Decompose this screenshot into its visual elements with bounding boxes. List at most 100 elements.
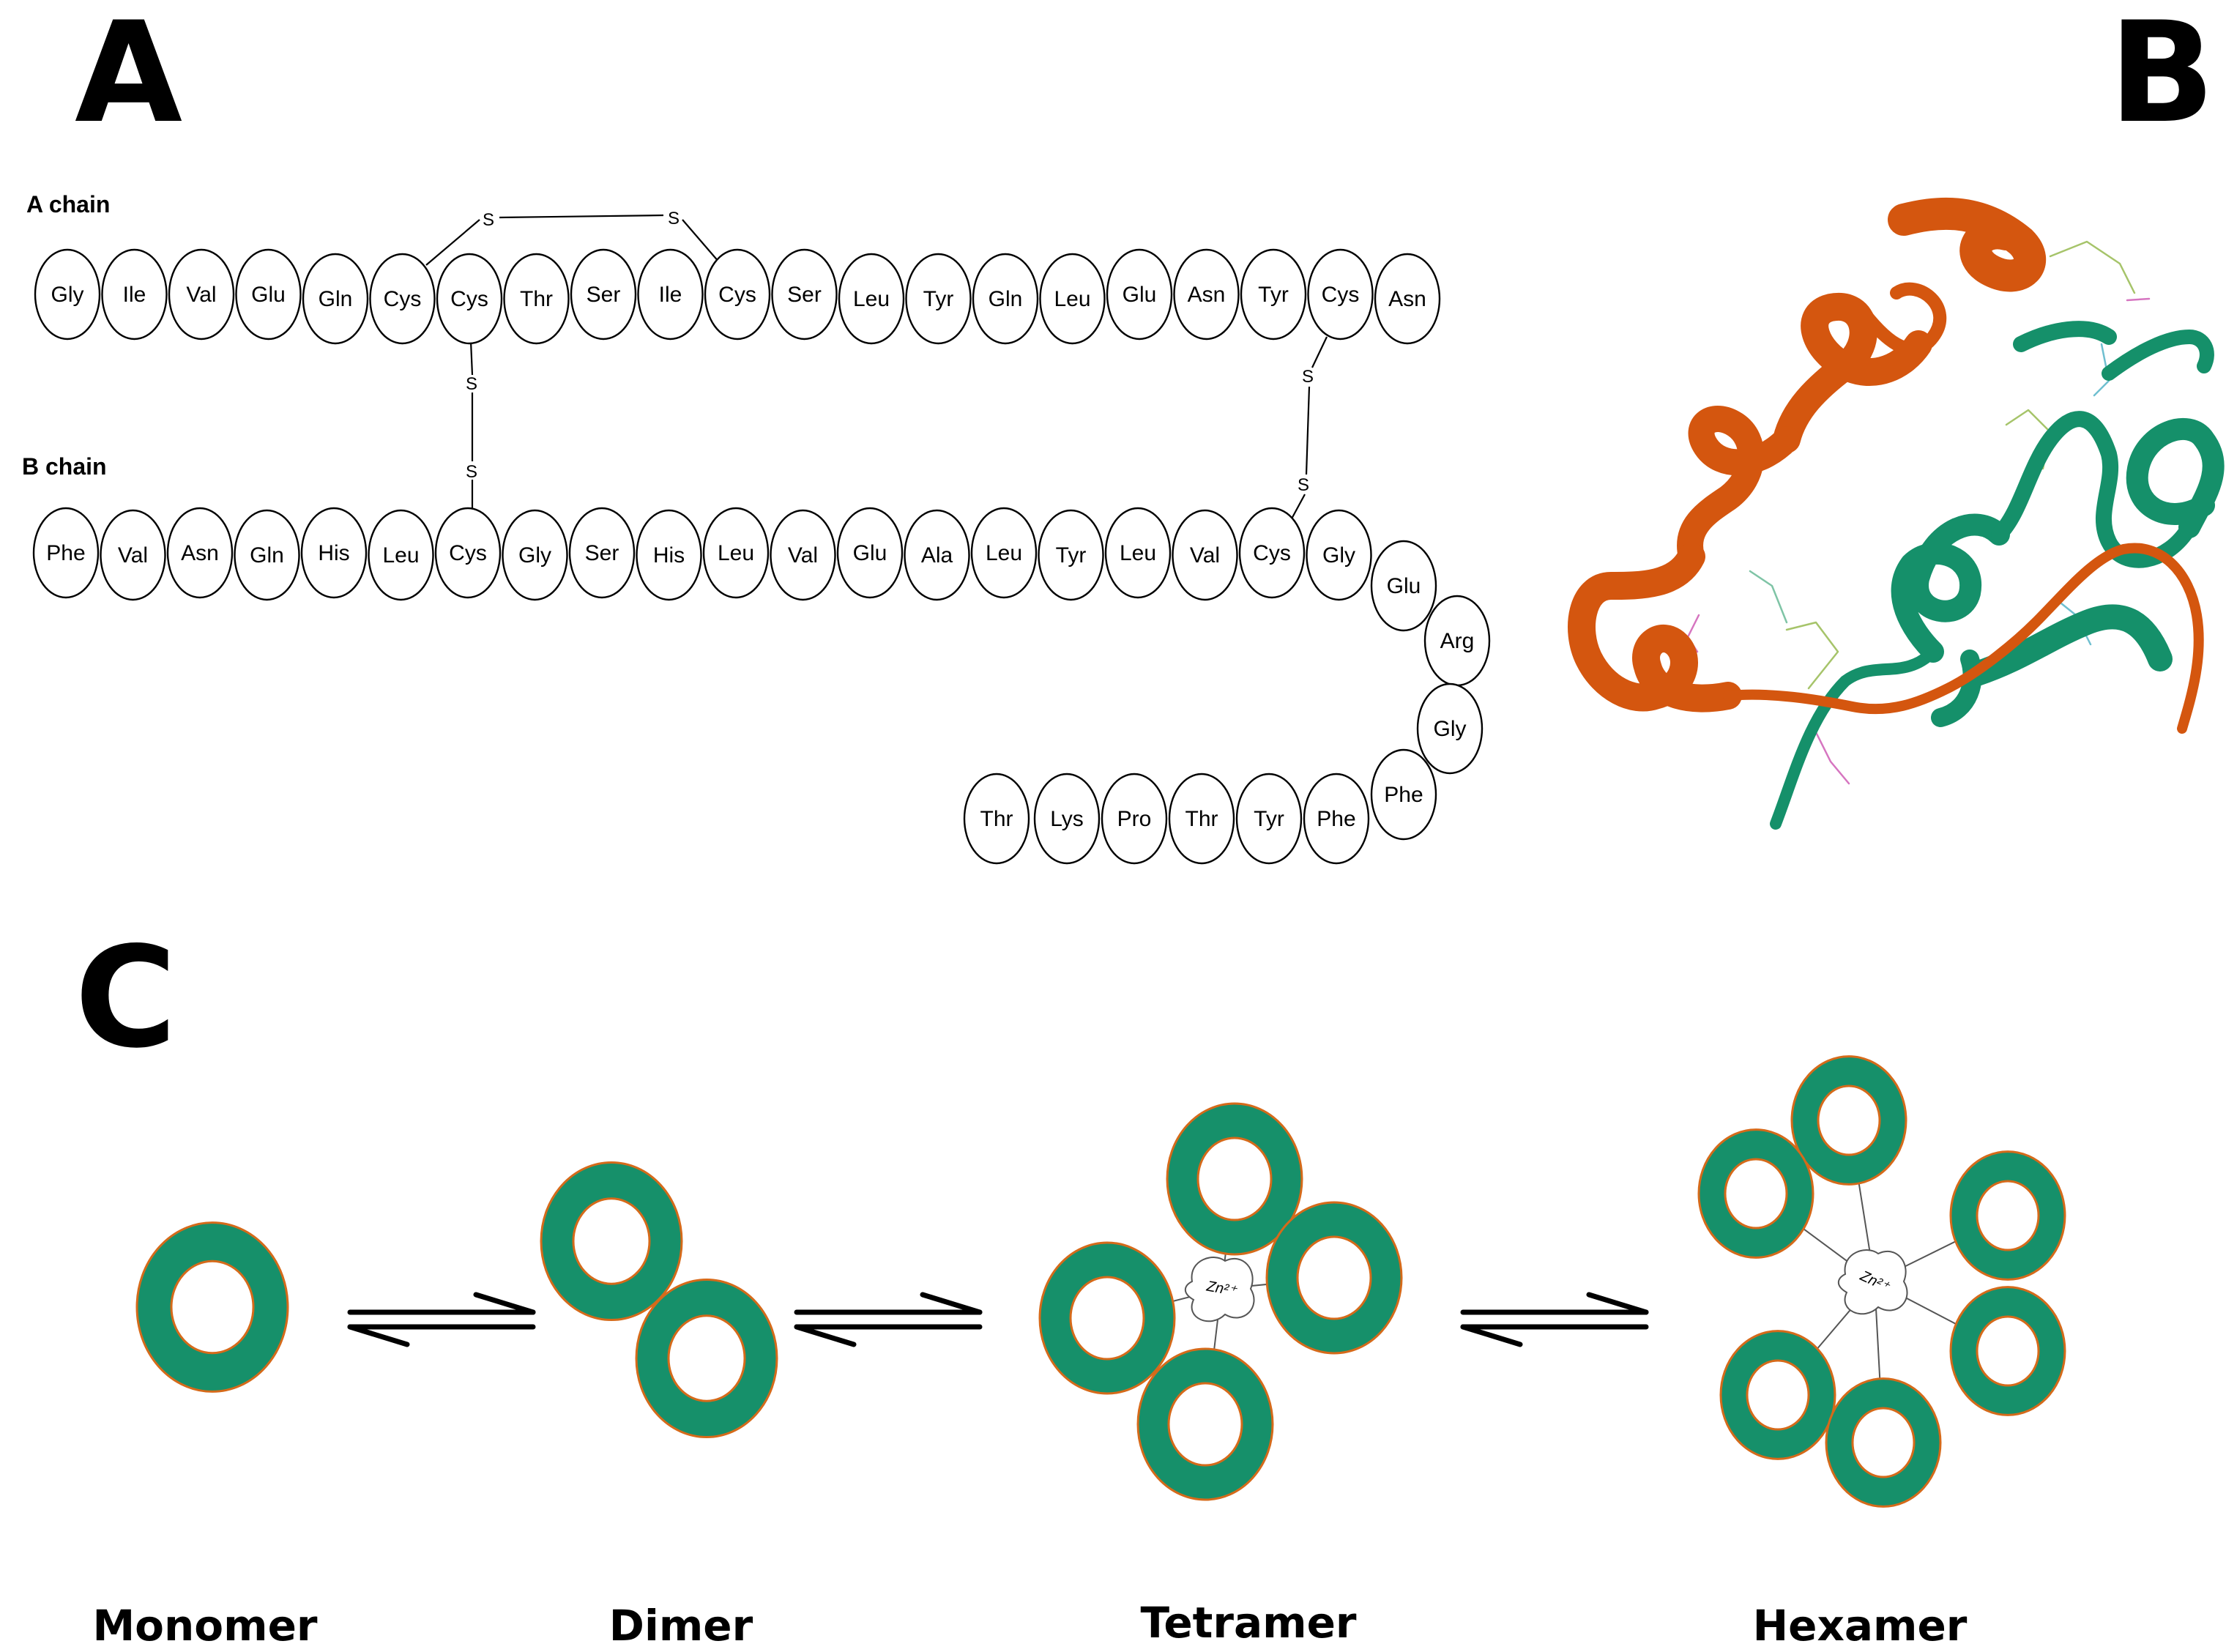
- residue: Cys: [704, 248, 771, 341]
- residue-circle: [502, 509, 568, 601]
- residue-label: Ser: [587, 283, 621, 307]
- residue-circle: [771, 248, 838, 341]
- residue-label: His: [653, 543, 685, 568]
- disulfide-s-label: S: [1302, 367, 1314, 387]
- residue-circle: [637, 248, 704, 341]
- residue-label: Gly: [518, 543, 551, 568]
- residue: His: [636, 509, 702, 601]
- residue-circle: [235, 248, 302, 341]
- residue-label: Thr: [1185, 807, 1218, 831]
- b-chain-label: B chain: [22, 453, 107, 480]
- residue: Tyr: [1235, 773, 1303, 865]
- residue-circle: [704, 248, 771, 341]
- residue-circle: [1307, 248, 1374, 341]
- residue-circle: [1235, 773, 1303, 865]
- interchain-bond-a7-b7: [469, 341, 474, 376]
- residue: Glu: [1370, 540, 1437, 632]
- residue-label: Phe: [46, 541, 85, 565]
- residue-circle: [770, 509, 836, 601]
- residue: Ile: [637, 248, 704, 341]
- panel-letter-a: A: [75, 0, 182, 154]
- residue: Phe: [1370, 748, 1437, 841]
- residue-label: Leu: [382, 543, 419, 568]
- residue: Gly: [502, 509, 568, 601]
- residue-circle: [434, 507, 502, 599]
- residue-label: Ile: [123, 283, 146, 307]
- hexamer-ring: [1949, 1150, 2066, 1281]
- residue-circle: [963, 773, 1030, 865]
- residue-circle: [1240, 248, 1307, 341]
- panel-letter-c: C: [75, 917, 176, 1079]
- residue-circle: [1303, 773, 1370, 865]
- stage-label-tetramer: Tetramer: [1140, 1598, 1356, 1648]
- residue: Val: [770, 509, 836, 601]
- residue: Tyr: [905, 253, 972, 345]
- residue: Glu: [836, 507, 904, 599]
- equilibrium-arrow-3: [1460, 1292, 1649, 1347]
- residue: Ile: [101, 248, 168, 341]
- residue: Tyr: [1038, 509, 1104, 601]
- residue: Leu: [1039, 253, 1106, 345]
- residue-label: Cys: [384, 287, 422, 311]
- interchain-bond-a20-b19: [1311, 336, 1328, 368]
- residue: Val: [168, 248, 235, 341]
- residue: Gly: [1306, 509, 1372, 601]
- zinc-ion: Zn²⁺: [1837, 1249, 1908, 1315]
- ribbon-structure: [1568, 197, 2225, 830]
- zinc-ion: Zn²⁺: [1184, 1257, 1255, 1322]
- residue-label: Phe: [1317, 807, 1355, 831]
- residue-circle: [836, 507, 904, 599]
- residue-label: Leu: [986, 541, 1022, 565]
- residue-label: Leu: [853, 287, 890, 311]
- residue-circle: [636, 509, 702, 601]
- residue: Val: [100, 509, 166, 601]
- residue-label: Thr: [520, 287, 553, 311]
- residue-circle: [503, 253, 570, 345]
- residue-label: Val: [788, 543, 818, 568]
- residue-label: Cys: [1253, 541, 1291, 565]
- dimer-ring: [540, 1161, 683, 1322]
- residue-label: Leu: [1054, 287, 1090, 311]
- residue: Cys: [369, 253, 436, 345]
- residue-label: His: [318, 541, 349, 565]
- residue-circle: [570, 248, 637, 341]
- residue-label: Glu: [1387, 574, 1421, 598]
- a-chain-label: A chain: [26, 191, 110, 217]
- residue-label: Ile: [659, 283, 682, 307]
- residue-label: Gln: [989, 287, 1023, 311]
- intrachain-bond: [425, 219, 480, 266]
- residue: Arg: [1423, 595, 1491, 687]
- residue-circle: [1038, 509, 1104, 601]
- hexamer-ring: [1825, 1377, 1942, 1508]
- residue: Leu: [368, 509, 434, 601]
- residue-circle: [302, 253, 369, 345]
- residue-label: Pro: [1117, 807, 1152, 831]
- disulfide-s-label: S: [1298, 475, 1309, 495]
- residue: Cys: [436, 253, 503, 345]
- residue: Glu: [1106, 248, 1173, 341]
- residue: Cys: [1238, 507, 1306, 599]
- residue-circle: [702, 507, 770, 599]
- residue-label: Asn: [1188, 283, 1226, 307]
- residue: Gln: [234, 509, 300, 601]
- residue-label: Asn: [181, 541, 219, 565]
- monomer-ring: [135, 1221, 289, 1393]
- residue: Lys: [1033, 773, 1101, 865]
- residue-label: Val: [1190, 543, 1220, 568]
- residue-circle: [100, 509, 166, 601]
- residue-circle: [1172, 509, 1238, 601]
- residue-label: Val: [118, 543, 148, 568]
- residue-label: Cys: [450, 287, 488, 311]
- side-chain-sticks: [1686, 240, 2151, 785]
- interchain-bond-a20-b19: [1289, 494, 1306, 522]
- disulfide-s-label: S: [466, 462, 477, 482]
- residue: Gly: [34, 248, 101, 341]
- residue-circle: [970, 507, 1038, 599]
- residue-label: Phe: [1384, 783, 1423, 807]
- tetramer-ring: [1136, 1347, 1274, 1501]
- chain-a-ribbon: [1568, 197, 2204, 734]
- residue: Leu: [970, 507, 1038, 599]
- residue-circle: [1039, 253, 1106, 345]
- residue-circle: [972, 253, 1039, 345]
